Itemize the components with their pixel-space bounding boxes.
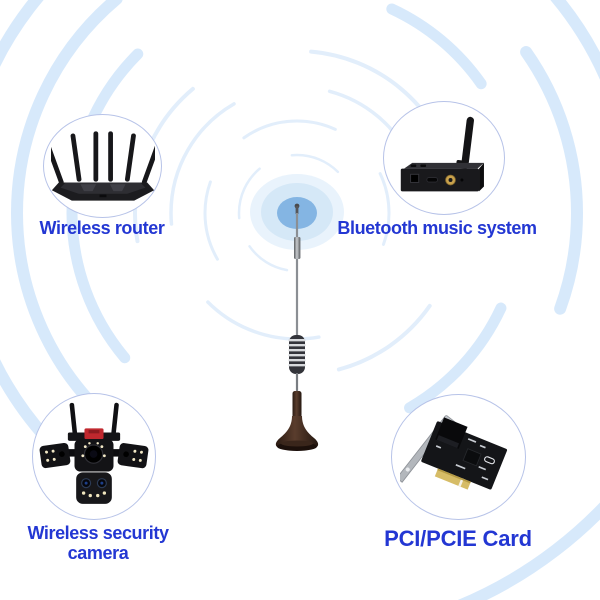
circle-pci-pcie-card	[391, 394, 526, 520]
wifi-router-icon	[50, 131, 155, 201]
bluetooth-receiver-icon	[400, 116, 484, 192]
pcie-network-card-icon	[399, 415, 507, 490]
label-pci-pcie-card: PCI/PCIE Card	[384, 526, 532, 551]
pcie-pcb	[420, 417, 507, 490]
label-wireless-security-camera: Wireless security camera	[27, 523, 169, 563]
label-bluetooth-music-system: Bluetooth music system	[337, 218, 537, 238]
magnetic-base-whip-antenna-icon	[275, 203, 319, 451]
security-camera-icon	[39, 402, 149, 504]
circle-wireless-security-camera	[32, 393, 156, 520]
circle-bluetooth-music-system	[383, 101, 505, 215]
circle-wireless-router	[43, 114, 162, 218]
label-wireless-router: Wireless router	[39, 218, 165, 238]
